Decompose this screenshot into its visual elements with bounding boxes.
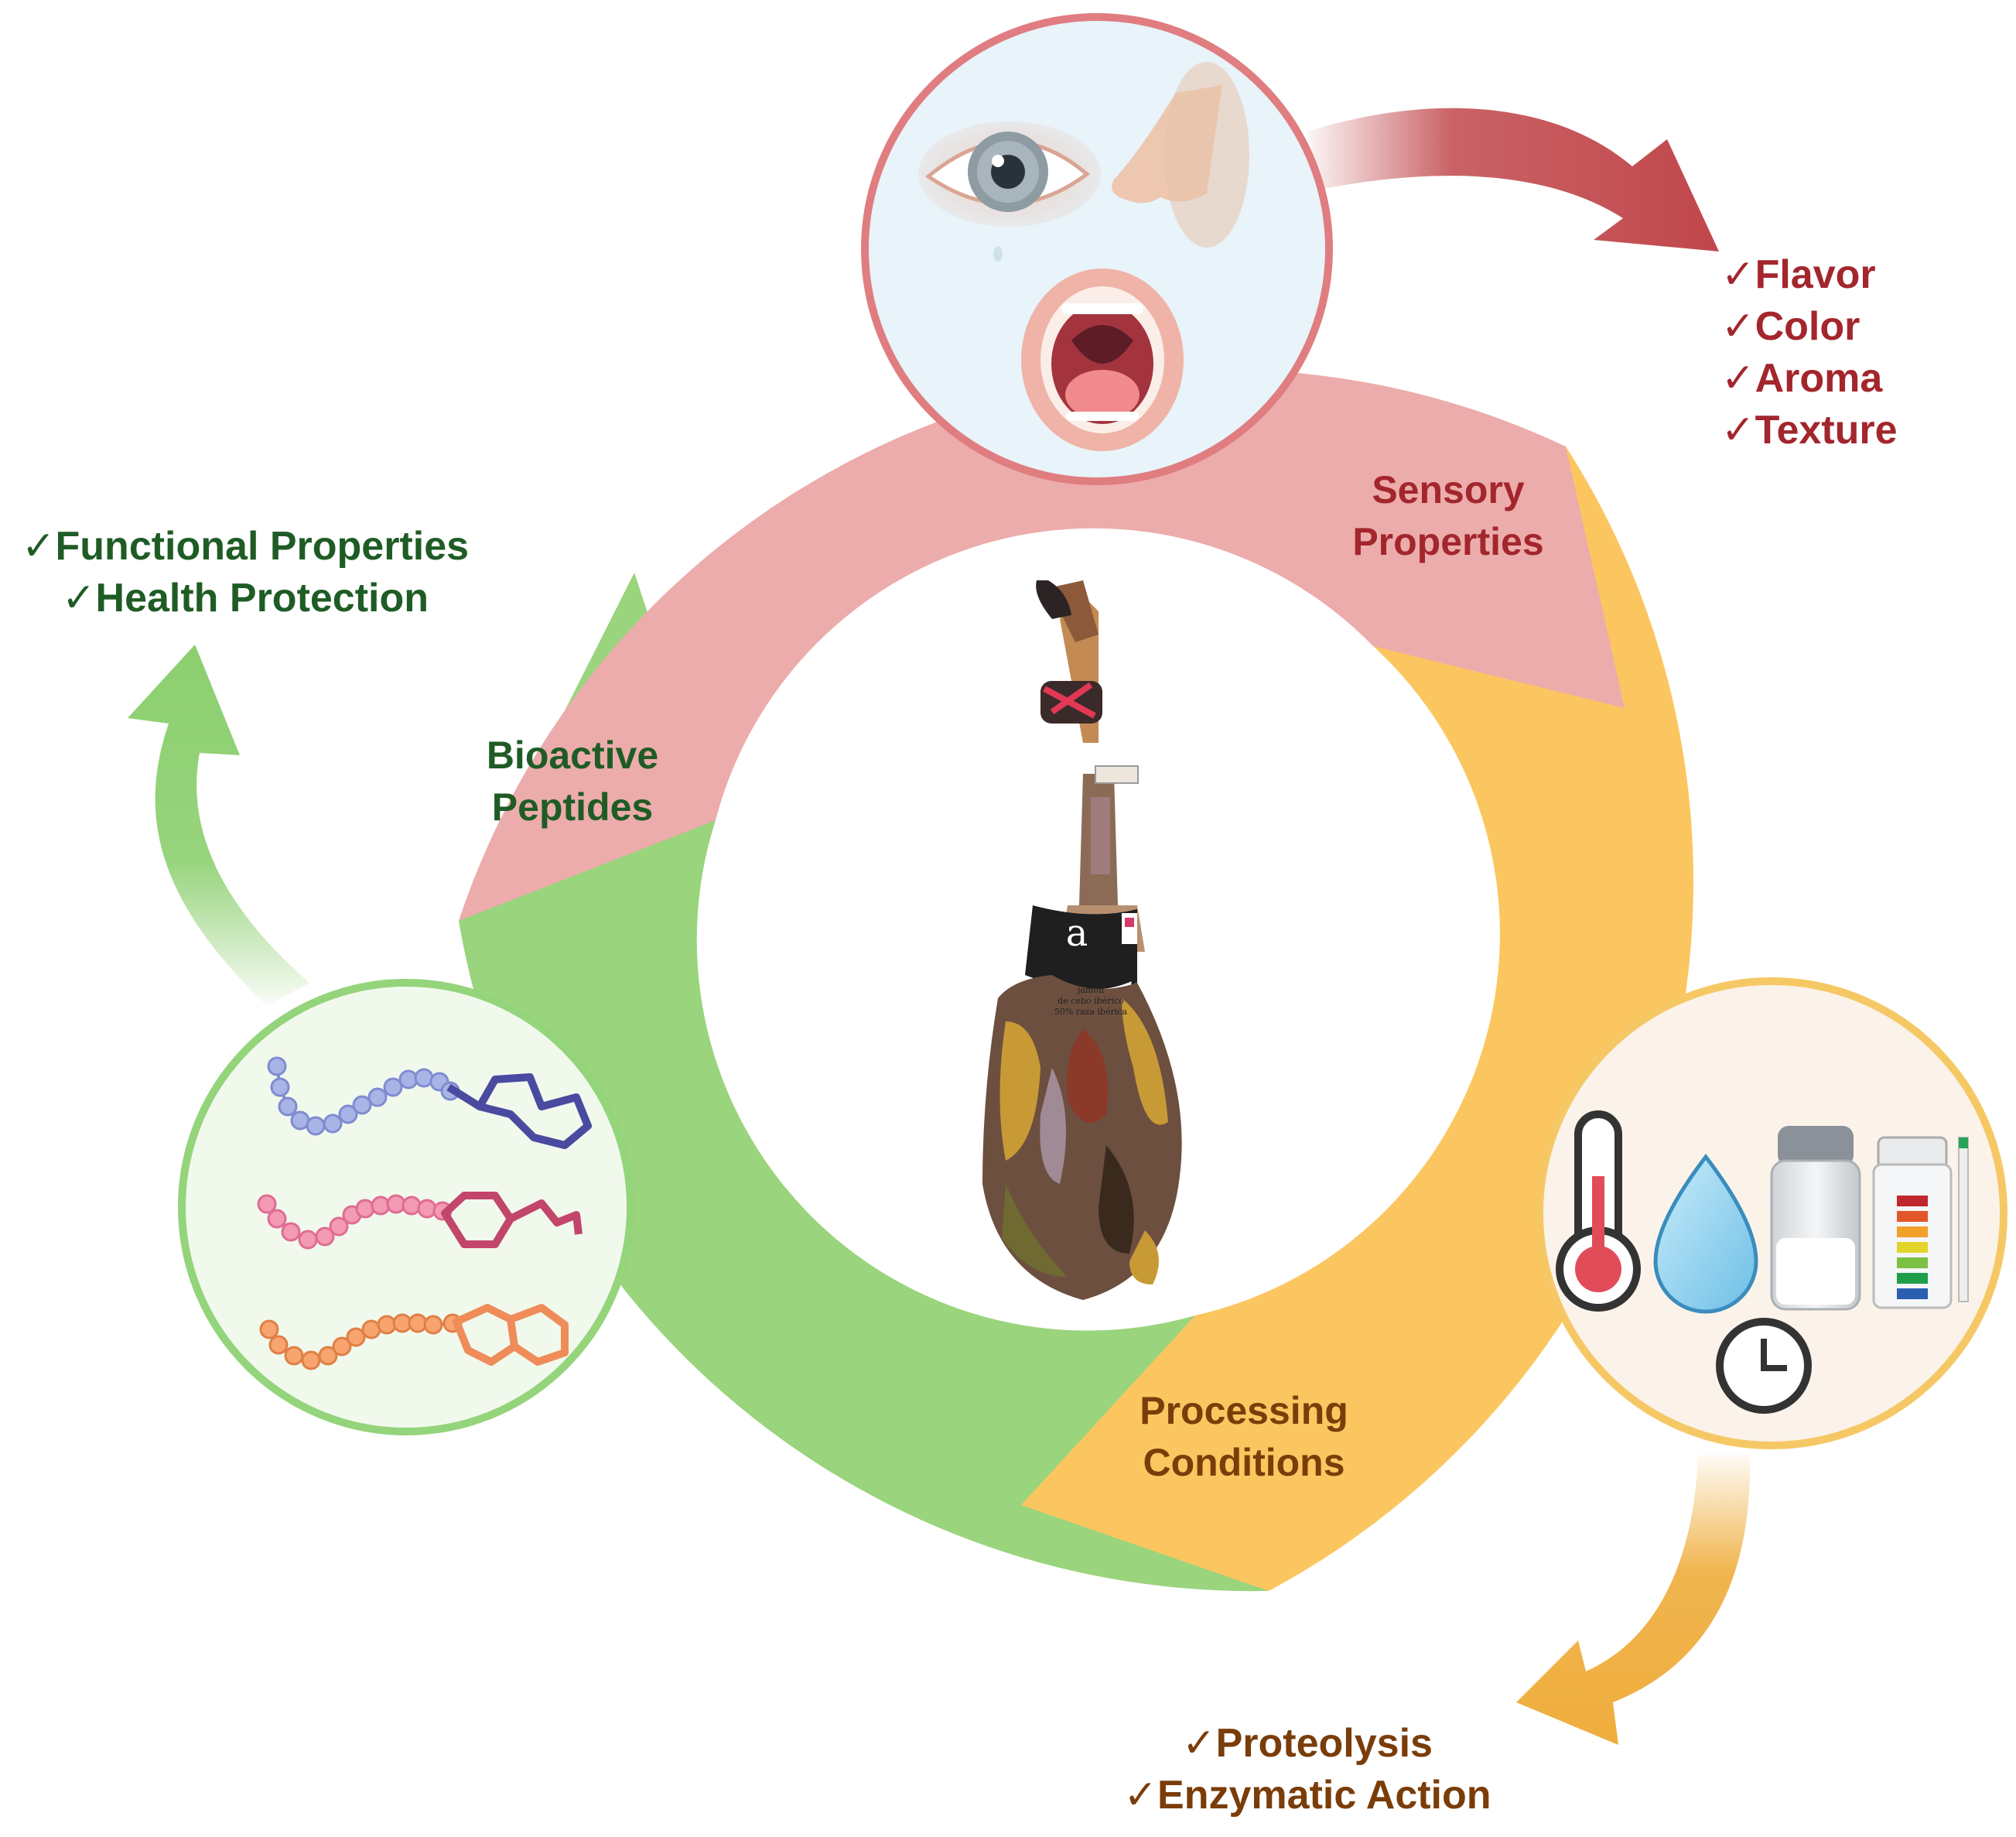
- clock-icon: [1716, 1318, 1812, 1414]
- bioactive-label-line2: Peptides: [492, 785, 653, 829]
- amino-acid-bead: [423, 1315, 443, 1335]
- amino-acid-bead: [284, 1346, 304, 1366]
- amino-acid-bead: [383, 1077, 403, 1097]
- amino-acid-bead: [346, 1327, 366, 1347]
- amino-acid-bead: [278, 1096, 298, 1117]
- amino-acid-bead: [267, 1209, 287, 1229]
- ham-label-logo: a: [1066, 912, 1088, 955]
- list-item: ✓Flavor: [1721, 252, 1876, 297]
- thermometer-icon: [1556, 1110, 1641, 1312]
- amino-acid-bead: [401, 1196, 422, 1216]
- bioactive-outcome-arrow: [128, 645, 309, 1006]
- amino-acid-bead: [315, 1226, 335, 1247]
- amino-acid-bead: [318, 1346, 338, 1366]
- amino-acid-bead: [323, 1113, 343, 1134]
- amino-acid-bead: [355, 1199, 375, 1219]
- sensory-outcomes-list: ✓Flavor ✓Color ✓Aroma ✓Texture: [1721, 249, 1898, 457]
- list-item: ✓Enzymatic Action: [1123, 1773, 1491, 1818]
- amino-acid-bead: [329, 1216, 349, 1237]
- eye-icon: [918, 121, 1101, 227]
- amino-acid-bead: [332, 1336, 352, 1356]
- amino-acid-bead: [367, 1087, 388, 1107]
- amino-acid-bead: [281, 1222, 301, 1242]
- amino-acid-bead: [259, 1319, 279, 1339]
- amino-acid-bead: [306, 1116, 326, 1136]
- list-item: ✓Color: [1721, 304, 1861, 349]
- sensory-organs-circle: [861, 13, 1333, 485]
- processing-label-line1: Processing: [1140, 1389, 1348, 1432]
- water-drop-icon: [1653, 1153, 1758, 1314]
- ring-segment-sensory: [459, 369, 1625, 922]
- bioactive-outcomes-list: ✓Functional Properties ✓Health Protectio…: [9, 521, 481, 624]
- bioactive-label-line1: Bioactive: [487, 734, 658, 777]
- amino-acid-bead: [298, 1230, 318, 1250]
- list-item: ✓Functional Properties: [21, 524, 470, 569]
- processing-outcomes-list: ✓Proteolysis ✓Enzymatic Action: [1099, 1718, 1516, 1822]
- peptide-chain-icon: [257, 1056, 463, 1370]
- list-item: ✓Proteolysis: [1182, 1721, 1433, 1766]
- amino-acid-bead: [257, 1194, 277, 1214]
- amino-acid-bead: [301, 1350, 321, 1370]
- ham-label-line2: de cebo ibérico: [1058, 996, 1124, 1006]
- ph-strip-icon: [1872, 1136, 1969, 1309]
- ham-icon: [982, 580, 1182, 1300]
- amino-acid-bead: [268, 1335, 289, 1355]
- sensory-label-line2: Properties: [1352, 520, 1543, 563]
- list-item: ✓Health Protection: [61, 576, 429, 621]
- amino-acid-bead: [338, 1104, 358, 1124]
- list-item: ✓Aroma: [1721, 356, 1883, 401]
- ring-segment-processing: [1021, 446, 1694, 1591]
- list-item: ✓Texture: [1721, 408, 1898, 453]
- amino-acid-bead: [267, 1056, 287, 1076]
- amino-acid-bead: [414, 1068, 434, 1088]
- sensory-outcome-arrow: [1307, 108, 1719, 251]
- ham-label-line1: jamón: [1076, 985, 1104, 995]
- ham-label-line3: 50% raza ibérica: [1054, 1007, 1128, 1017]
- peptides-circle: [178, 979, 634, 1435]
- processing-label-line2: Conditions: [1143, 1441, 1345, 1484]
- nose-icon: [1112, 62, 1249, 248]
- amino-acid-bead: [270, 1077, 290, 1097]
- salt-shaker-icon: [1770, 1126, 1861, 1311]
- sensory-label-line1: Sensory: [1372, 468, 1525, 511]
- mouth-icon: [1021, 269, 1184, 451]
- amino-acid-bead: [352, 1095, 372, 1115]
- processing-conditions-circle: [1536, 977, 2007, 1449]
- amino-acid-bead: [417, 1199, 437, 1219]
- processing-outcome-arrow: [1516, 1455, 1751, 1745]
